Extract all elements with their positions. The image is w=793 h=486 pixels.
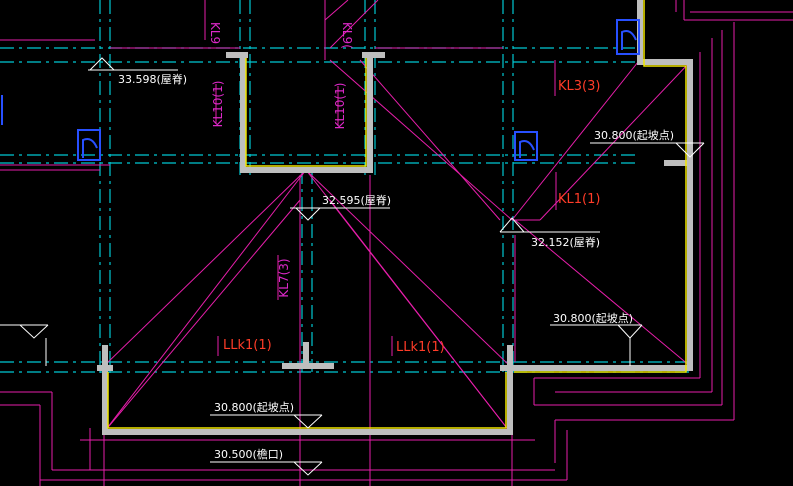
elevation-ridge-top-left: 33.598(屋脊)	[118, 72, 187, 86]
elevation-ridge-right: 32.152(屋脊)	[531, 235, 600, 249]
label-kl10-right: KL10(1)	[333, 83, 347, 130]
label-kl1: KL1(1)	[558, 192, 600, 207]
label-llk1-right: LLk1(1)	[396, 340, 445, 355]
elevation-labels: 33.598(屋脊) 32.595(屋脊) 32.152(屋脊) 30.800(…	[118, 72, 674, 461]
label-llk1-left: LLk1(1)	[223, 338, 272, 353]
label-kl3: KL3(3)	[558, 79, 600, 94]
label-partial-top: (	[262, 0, 267, 1]
walls	[97, 0, 693, 435]
label-kl10-left: KL10(1)	[211, 81, 225, 128]
elevation-eave-right-lower: 30.800(起坡点)	[553, 312, 633, 325]
elevation-eave-right-upper: 30.800(起坡点)	[594, 129, 674, 142]
elevation-eave-bottom: 30.800(起坡点)	[214, 401, 294, 414]
elevation-ridge-center: 32.595(屋脊)	[322, 193, 391, 207]
beam-labels: KL9 KL9( KL10(1) KL10(1) KL3(3) KL1(1) K…	[208, 0, 600, 355]
elevation-symbols	[0, 57, 705, 476]
label-leaders	[204, 0, 557, 356]
label-kl9-a: KL9	[208, 22, 222, 44]
label-kl9-b: KL9(	[340, 22, 354, 49]
roof-drain-symbols	[1, 19, 640, 161]
elevation-eave-edge: 30.500(檐口)	[214, 447, 283, 461]
label-kl7: KL7(3)	[277, 258, 291, 297]
